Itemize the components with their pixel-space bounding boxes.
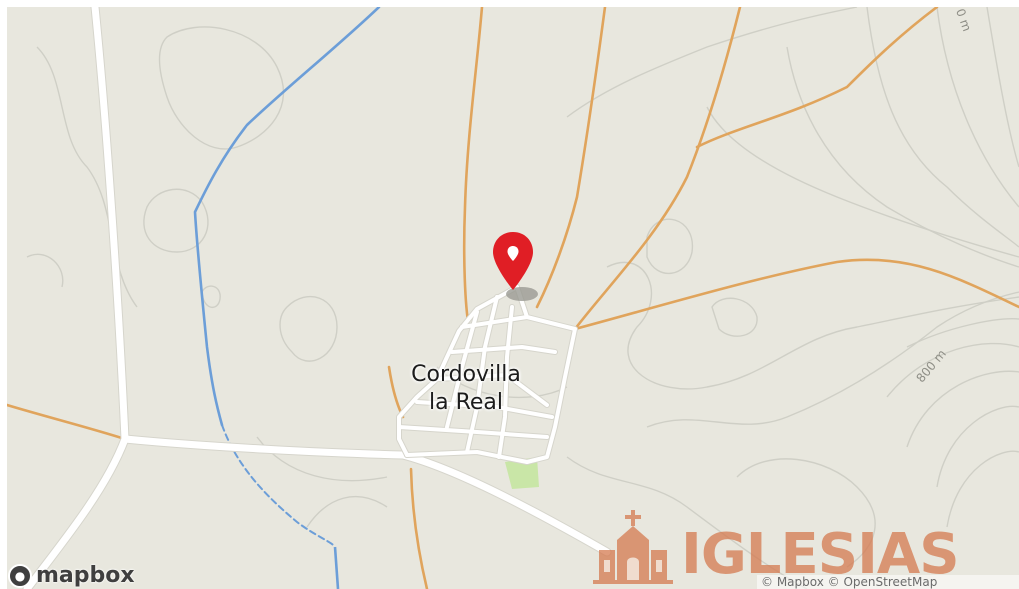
park-area (505, 457, 539, 489)
place-label-line2: la Real (428, 390, 503, 415)
map-tiles (7, 7, 1019, 589)
river-dashed (221, 424, 336, 548)
major-roads (7, 7, 1019, 589)
mapbox-logo[interactable]: ● mapbox (8, 563, 135, 589)
contour-lines (26, 7, 1019, 589)
mapbox-logo-icon: ● (8, 564, 32, 588)
map-pin-icon[interactable] (490, 228, 536, 298)
place-label-line1: Cordovilla (411, 362, 521, 387)
marker-shadow (506, 287, 538, 301)
map-attribution: © Mapbox © OpenStreetMap (757, 575, 1019, 589)
river (193, 7, 381, 427)
minor-roads (23, 7, 611, 589)
attribution-mapbox-link[interactable]: © Mapbox (761, 575, 824, 589)
place-label: Cordovilla la Real (391, 361, 541, 417)
mapbox-logo-text: mapbox (36, 563, 135, 588)
attribution-osm-link[interactable]: © OpenStreetMap (827, 575, 938, 589)
map-canvas[interactable]: 800 m 0 m Cordovilla la Real (7, 7, 1019, 589)
town-streets (397, 285, 577, 464)
